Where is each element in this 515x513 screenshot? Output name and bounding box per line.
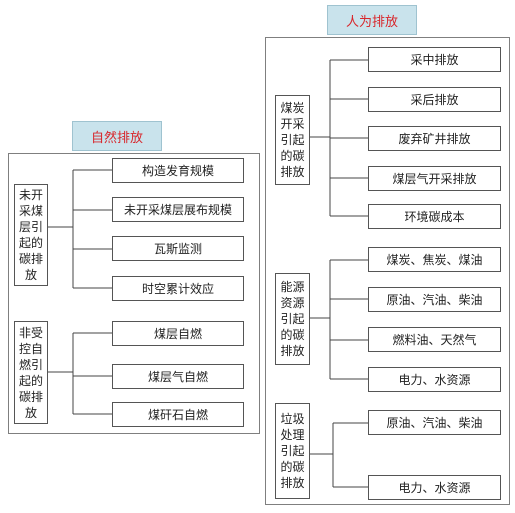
category-unmined-coal-emission: 未开采煤层引起的碳排放 xyxy=(14,184,48,286)
item-waste-electricity-water: 电力、水资源 xyxy=(368,475,501,500)
item-structure-scale: 构造发育规模 xyxy=(112,158,244,183)
item-post-mining: 采后排放 xyxy=(368,87,501,112)
item-abandoned-mine: 废弃矿井排放 xyxy=(368,126,501,151)
category-label: 煤炭开采引起的碳排放 xyxy=(280,101,305,179)
category-waste-treatment: 垃圾处理引起的碳排放 xyxy=(275,403,310,499)
natural-emission-title: 自然排放 xyxy=(72,121,162,151)
human-emission-title: 人为排放 xyxy=(327,5,417,35)
category-label: 未开采煤层引起的碳排放 xyxy=(18,188,43,282)
category-uncontrolled-combustion: 非受控自燃引起的碳排放 xyxy=(14,321,48,424)
item-coalbed-gas-mining: 煤层气开采排放 xyxy=(368,166,501,191)
item-spatiotemporal-effect: 时空累计效应 xyxy=(112,276,244,301)
item-gas-monitoring: 瓦斯监测 xyxy=(112,236,244,261)
category-label: 非受控自燃引起的碳排放 xyxy=(18,325,43,420)
item-environmental-carbon-cost: 环境碳成本 xyxy=(368,204,501,229)
item-coal-coke-kerosene: 煤炭、焦炭、煤油 xyxy=(368,247,501,272)
category-energy-resources: 能源资源引起的碳排放 xyxy=(275,273,310,365)
category-label: 垃圾处理引起的碳排放 xyxy=(280,412,305,490)
item-during-mining: 采中排放 xyxy=(368,47,501,72)
item-coal-seam-combustion: 煤层自燃 xyxy=(112,321,244,346)
item-gangue-combustion: 煤矸石自燃 xyxy=(112,402,244,427)
item-unmined-coal-scale: 未开采煤层展布规模 xyxy=(112,197,244,222)
item-fuel-oil-natural-gas: 燃料油、天然气 xyxy=(368,327,501,352)
natural-emission-panel xyxy=(8,153,260,434)
human-emission-panel xyxy=(265,37,510,505)
item-coalbed-gas-combustion: 煤层气自燃 xyxy=(112,364,244,389)
item-waste-crude-gasoline-diesel: 原油、汽油、柴油 xyxy=(368,410,501,435)
category-label: 能源资源引起的碳排放 xyxy=(280,280,305,358)
item-electricity-water: 电力、水资源 xyxy=(368,367,501,392)
item-crude-gasoline-diesel: 原油、汽油、柴油 xyxy=(368,287,501,312)
category-coal-mining-emission: 煤炭开采引起的碳排放 xyxy=(275,95,310,185)
